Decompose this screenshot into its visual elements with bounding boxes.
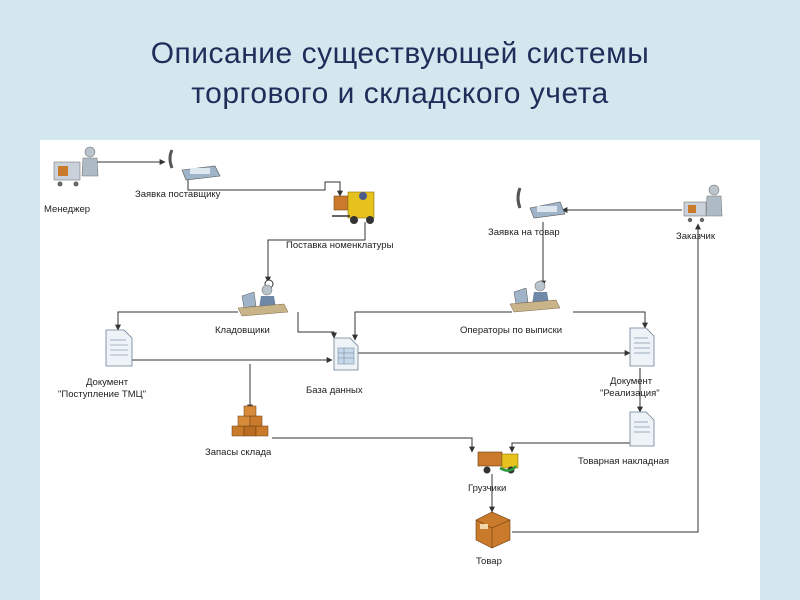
loaders-icon (477, 451, 519, 474)
doc-sale-label-2: "Реализация" (600, 388, 660, 399)
process-diagram: Менеджер Заявка поставщику Поставка номе… (44, 146, 723, 567)
doc-receipt-label-1: Документ (86, 377, 129, 388)
document-receipt-icon (105, 329, 133, 367)
doc-sale-label-1: Документ (610, 376, 653, 387)
manager-label: Менеджер (44, 204, 90, 215)
database-icon (333, 337, 359, 371)
slide-title-line-2: торгового и складского учета (191, 77, 609, 110)
boxes-pile-icon (231, 405, 269, 437)
forklift-icon (332, 191, 375, 224)
slide-title-line-1: Описание существующей системы (150, 37, 650, 70)
goods-label: Товар (476, 556, 502, 567)
customer-icon (683, 184, 723, 223)
manager-icon (53, 146, 99, 187)
waybill-icon (629, 411, 655, 447)
operators-icon (509, 280, 561, 313)
customer-label: Заказчик (676, 231, 716, 242)
goods-request-phone-icon (516, 187, 566, 219)
waybill-label: Товарная накладная (578, 456, 669, 467)
storekeepers-label: Кладовщики (215, 325, 270, 336)
slide-title: Описание существующей системы торгового … (0, 34, 800, 114)
goods-box-icon (475, 511, 511, 549)
storekeepers-icon (237, 279, 289, 317)
warehouse-stock-label: Запасы склада (205, 447, 272, 458)
supplier-request-label: Заявка поставщику (135, 189, 221, 200)
operators-label: Операторы по выписки (460, 325, 562, 336)
nomenclature-delivery-label: Поставка номенклатуры (286, 240, 394, 251)
loaders-label: Грузчики (468, 483, 506, 494)
doc-receipt-label-2: "Поступление ТМЦ" (58, 389, 146, 400)
goods-request-label: Заявка на товар (488, 227, 560, 238)
connectors (92, 159, 701, 533)
phone-device-icon (168, 149, 221, 181)
document-sale-icon (629, 327, 655, 367)
database-label: База данных (306, 385, 363, 396)
diagram-canvas: Менеджер Заявка поставщику Поставка номе… (40, 140, 760, 600)
